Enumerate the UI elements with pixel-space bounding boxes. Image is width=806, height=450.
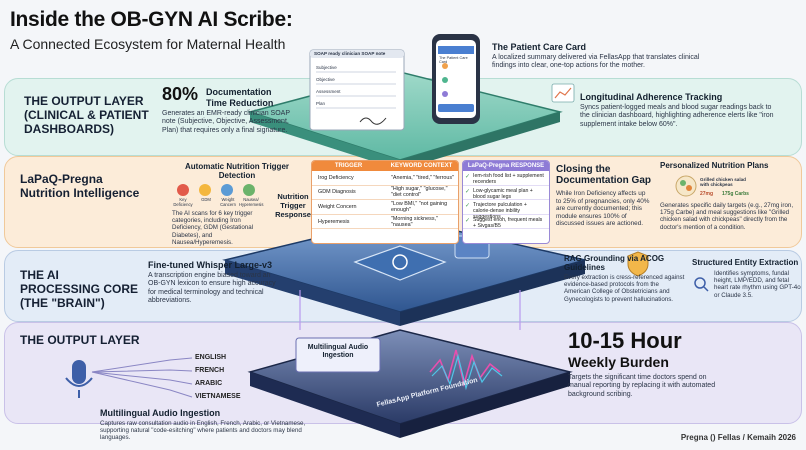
response-table: LaPaQ-Pregna RESPONSE Iem-rish food list… — [462, 160, 550, 244]
soap-line-1: Subjective — [316, 65, 337, 70]
icon-label-weight: Weight Cancern — [220, 197, 236, 207]
list-item: Suggest enoh, frequent meals + Sivgas/B5 — [463, 215, 549, 230]
burden-label: Weekly Burden — [568, 354, 669, 370]
patient-card-title: The Patient Care Card — [492, 42, 587, 52]
list-item: Iem-rish food list + supplement recender… — [463, 171, 549, 186]
plans-stat-iron: 27mg — [700, 191, 714, 197]
lang-english: ENGLISH — [195, 354, 227, 361]
lang-vietnamese: VIETNAMESE — [195, 393, 241, 400]
audio-box — [295, 337, 381, 373]
list-item: Low-glycamic meal plan + blood sugar leg… — [463, 186, 549, 201]
plans-title: Personalized Nutrition Plans — [660, 161, 769, 170]
ingestion-title: Multilingual Audio Ingestion — [100, 408, 221, 418]
output-platform — [247, 71, 563, 161]
rag-desc: Every extraction is cress-referenced aga… — [564, 274, 685, 303]
audio-box-label: Multilingual Audio Ingestion — [307, 344, 369, 359]
icon-label-gdm: GDM — [201, 197, 211, 202]
whisper-title: Fine-tuned Whisper Large-v3 — [148, 260, 273, 270]
list-item: Trajectore pulculation + calorie-dense i… — [463, 200, 549, 220]
rag-title: RAG Grounding via ACOG Guidelines — [564, 254, 665, 272]
kw-cell: Irog Deficiency — [318, 174, 354, 181]
gap-desc: While Iron Deficiency affects up to 25% … — [556, 190, 650, 228]
icon-label-nausea: Nausea/ Hyperemesis — [239, 197, 264, 207]
acog-shield-icon — [627, 251, 649, 277]
burden-desc: Targets the significant time doctors spe… — [568, 374, 716, 398]
response-header: LaPaQ-Pregna RESPONSE — [463, 161, 549, 171]
soap-note-document — [309, 49, 405, 131]
kw-header-context: KEYWORD CONTEXT — [390, 163, 453, 169]
gap-title: Closing the Documentation Gap — [556, 164, 652, 186]
weight-concern-icon — [221, 184, 233, 196]
doc-reduction-desc: Generates an EMR-ready clinician SOAP no… — [162, 110, 290, 134]
kw-cell: Weight Concern — [318, 203, 357, 210]
layer-label-output-bottom: THE OUTPUT LAYER — [20, 333, 140, 347]
plans-stat-carbs: 175g Carbs — [722, 191, 749, 197]
soap-header: SOAP ready clinician SOAP note — [314, 51, 386, 56]
microphone-icon — [65, 360, 93, 398]
lang-french: FRENCH — [195, 367, 225, 374]
nausea-icon — [243, 184, 255, 196]
icon-label-key-deficiency: Key Deficiency — [173, 197, 193, 207]
page-title: Inside the OB-GYN AI Scribe: — [10, 8, 293, 31]
footer-credit: Pregna () Fellas / Kemaih 2026 — [680, 433, 796, 442]
ai-chip-icon — [353, 245, 447, 281]
key-deficiency-icon — [177, 184, 189, 196]
table-row: GDM Diagnosis "High sugar," "glucose," "d… — [312, 186, 458, 201]
food-plate-icon — [675, 175, 697, 197]
kw-cell: "Morning sickness," "nausea" — [391, 215, 438, 228]
kw-cell: GDM Diagnosis — [318, 189, 356, 196]
ingestion-desc: Captures raw consultation audio in Engli… — [100, 420, 306, 441]
whisper-desc: A transcription engine biased toward an … — [148, 272, 276, 305]
keyword-table: TRIGGER KEYWORD CONTEXT Irog Deficiency "A… — [311, 160, 459, 244]
phone-mockup — [432, 34, 480, 124]
burden-big: 10-15 Hour — [568, 328, 682, 353]
entity-title: Structured Entity Extraction — [692, 258, 799, 267]
entity-desc: Identifies symptoms, fundal height, LMP/… — [714, 270, 801, 299]
trigger-response-label: Nutrition Trigger Response — [275, 192, 311, 219]
patient-card-desc: A localized summary delivered via Fellas… — [492, 54, 700, 70]
plans-card-title: Grilled chicken salad with chickpeas — [700, 177, 746, 187]
adherence-title: Longitudinal Adherence Tracking — [580, 92, 723, 102]
table-row: Irog Deficiency "Anemia," "tired," "ferro… — [312, 171, 458, 186]
layer-label-core: THE AI PROCESSING CORE (THE "BRAIN") — [20, 268, 139, 310]
entity-extraction-icon — [694, 277, 709, 292]
doc-reduction-percent: 80% — [162, 84, 199, 104]
lang-arabic: ARABIC — [195, 380, 223, 387]
adherence-chart-icon — [551, 83, 575, 103]
page-subtitle: A Connected Ecosystem for Maternal Healt… — [10, 36, 286, 52]
soap-line-2: Objective — [316, 77, 335, 82]
soap-line-4: Plan — [316, 101, 326, 106]
kw-cell: "High sugar," "glucose," "diet control" — [391, 186, 448, 199]
kw-header-trigger: TRIGGER — [334, 163, 363, 169]
doc-reduction-label: Documentation Time Reduction — [206, 87, 274, 108]
soap-line-3: Assessment — [316, 89, 341, 94]
gdm-icon — [199, 184, 211, 196]
kw-cell: "Anemia," "tired," "ferrous" — [391, 174, 455, 181]
plans-desc: Generates specific daily targets (e.g., … — [660, 202, 794, 231]
layer-label-output-top: THE OUTPUT LAYER (CLINICAL & PATIENT DAS… — [24, 94, 149, 136]
adherence-desc: Syncs patient-logged meals and blood sug… — [580, 104, 774, 128]
phone-header: The Patient Care Card — [439, 56, 468, 64]
kw-cell: Hyperemesis — [318, 218, 350, 225]
layer-label-nutrition: LaPaQ-Pregna Nutrition Intelligence — [20, 172, 140, 200]
auto-trigger-desc: The AI scans for 6 key trigger categorie… — [172, 210, 254, 246]
kw-cell: "Low BMI," "not gaining enough" — [391, 200, 448, 213]
table-row: Hyperemesis "Morning sickness," "nausea" — [312, 215, 458, 230]
auto-trigger-title: Automatic Nutrition Trigger Detection — [185, 162, 289, 180]
table-row: Weight Concern "Low BMI," "not gaining en… — [312, 200, 458, 215]
